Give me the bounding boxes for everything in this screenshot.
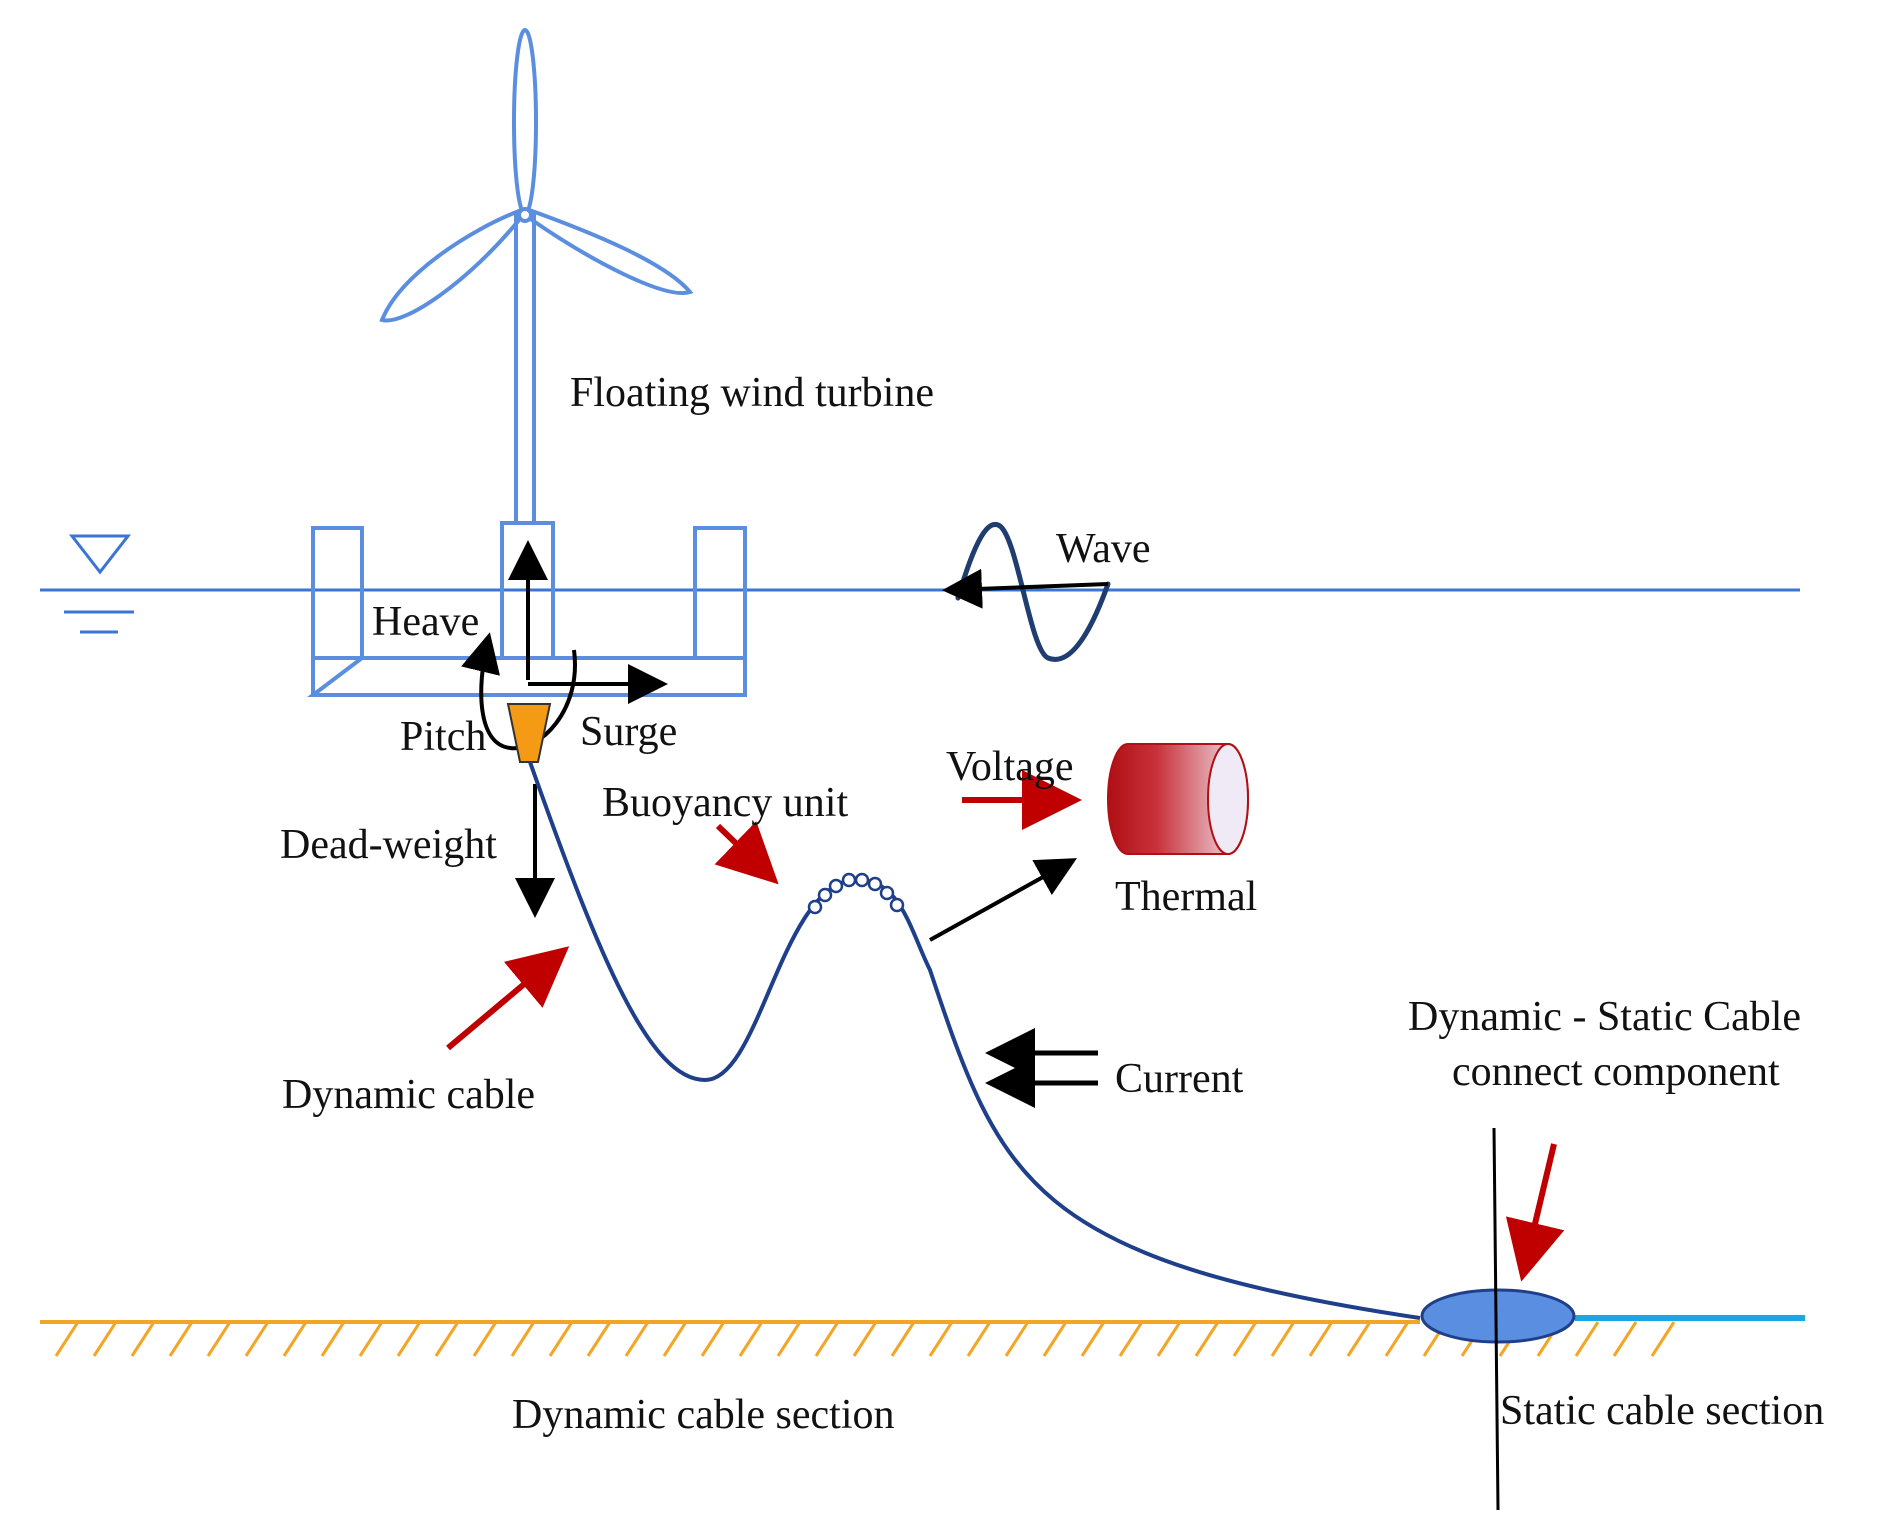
turbine-blade [379, 208, 521, 323]
connector-red-arrow [1505, 1143, 1565, 1282]
seabed-hatch [1650, 1321, 1676, 1357]
buoyancy-red-arrow [714, 821, 779, 885]
seabed-hatch [1308, 1321, 1334, 1357]
seabed-hatch [206, 1321, 232, 1357]
seabed [40, 1320, 1676, 1357]
dynamic-cable-label: Dynamic cable [282, 1072, 535, 1118]
turbine-label: Floating wind turbine [570, 370, 934, 416]
connector-label-line1: Dynamic - Static Cable [1408, 994, 1801, 1040]
pitch-label: Pitch [400, 714, 486, 760]
buoyancy-floats [807, 872, 905, 915]
dynamic-cable [528, 761, 1421, 1320]
seabed-hatch [1080, 1321, 1106, 1357]
seabed-hatch [776, 1321, 802, 1357]
seabed-hatch [1270, 1321, 1296, 1357]
buoyancy-label: Buoyancy unit [602, 780, 848, 826]
section-divider-line [1492, 1127, 1500, 1511]
seabed-hatch [966, 1321, 992, 1357]
seabed-hatch [244, 1321, 270, 1357]
seabed-hatch [1042, 1321, 1068, 1357]
seabed-hatch [358, 1321, 384, 1357]
surge-label: Surge [580, 709, 677, 755]
seabed-hatch [1384, 1321, 1410, 1357]
turbine-tower [514, 213, 536, 525]
voltage-label: Voltage [946, 744, 1074, 790]
seabed-hatch [510, 1321, 536, 1357]
wave-label: Wave [1056, 526, 1151, 572]
seabed-hatch [662, 1321, 688, 1357]
connector-label-line2: connect component [1452, 1049, 1780, 1095]
seabed-hatch [738, 1321, 764, 1357]
seabed-hatch [396, 1321, 422, 1357]
seabed-hatch [1612, 1321, 1638, 1357]
seabed-hatch [586, 1321, 612, 1357]
heave-label: Heave [372, 599, 479, 645]
dynamic-section-label: Dynamic cable section [512, 1392, 895, 1438]
seabed-hatch [1004, 1321, 1030, 1357]
current-label: Current [1115, 1056, 1244, 1102]
seabed-hatch [1194, 1321, 1220, 1357]
water-level-icon [64, 534, 134, 634]
seabed-hatch [1232, 1321, 1258, 1357]
seabed-hatch [320, 1321, 346, 1357]
turbine-blade [512, 28, 538, 216]
thermal-label: Thermal [1115, 874, 1257, 920]
thermal-arrow [929, 858, 1077, 942]
platform-pontoon [311, 526, 364, 695]
thermal-cylinder-icon [1107, 743, 1249, 855]
wave-symbol [955, 522, 1111, 662]
seabed-hatch [472, 1321, 498, 1357]
seabed-hatch [130, 1321, 156, 1357]
seabed-hatch [814, 1321, 840, 1357]
dynamic-cable-red-arrow [446, 946, 570, 1051]
seabed-hatch [1156, 1321, 1182, 1357]
seabed-hatch [282, 1321, 308, 1357]
wave-direction-arrow [942, 568, 1109, 609]
static-section-label: Static cable section [1500, 1388, 1824, 1434]
seabed-hatch [54, 1321, 80, 1357]
pitch-arrow [461, 632, 577, 751]
floating-wind-turbine [379, 28, 694, 525]
seabed-hatch [852, 1321, 878, 1357]
seabed-hatch [1574, 1321, 1600, 1357]
seabed-hatch [548, 1321, 574, 1357]
seabed-hatch [1346, 1321, 1372, 1357]
seabed-hatch [434, 1321, 460, 1357]
seabed-hatch [624, 1321, 650, 1357]
seabed-hatch [890, 1321, 916, 1357]
turbine-hub [517, 207, 533, 223]
seabed-hatch [92, 1321, 118, 1357]
seabed-hatch [1118, 1321, 1144, 1357]
seabed-hatch [168, 1321, 194, 1357]
dead-weight-label: Dead-weight [280, 822, 497, 868]
turbine-blade [530, 208, 694, 295]
seabed-hatch [700, 1321, 726, 1357]
bend-stiffener [506, 703, 552, 763]
connector-component [1420, 1288, 1576, 1344]
seabed-hatch [928, 1321, 954, 1357]
